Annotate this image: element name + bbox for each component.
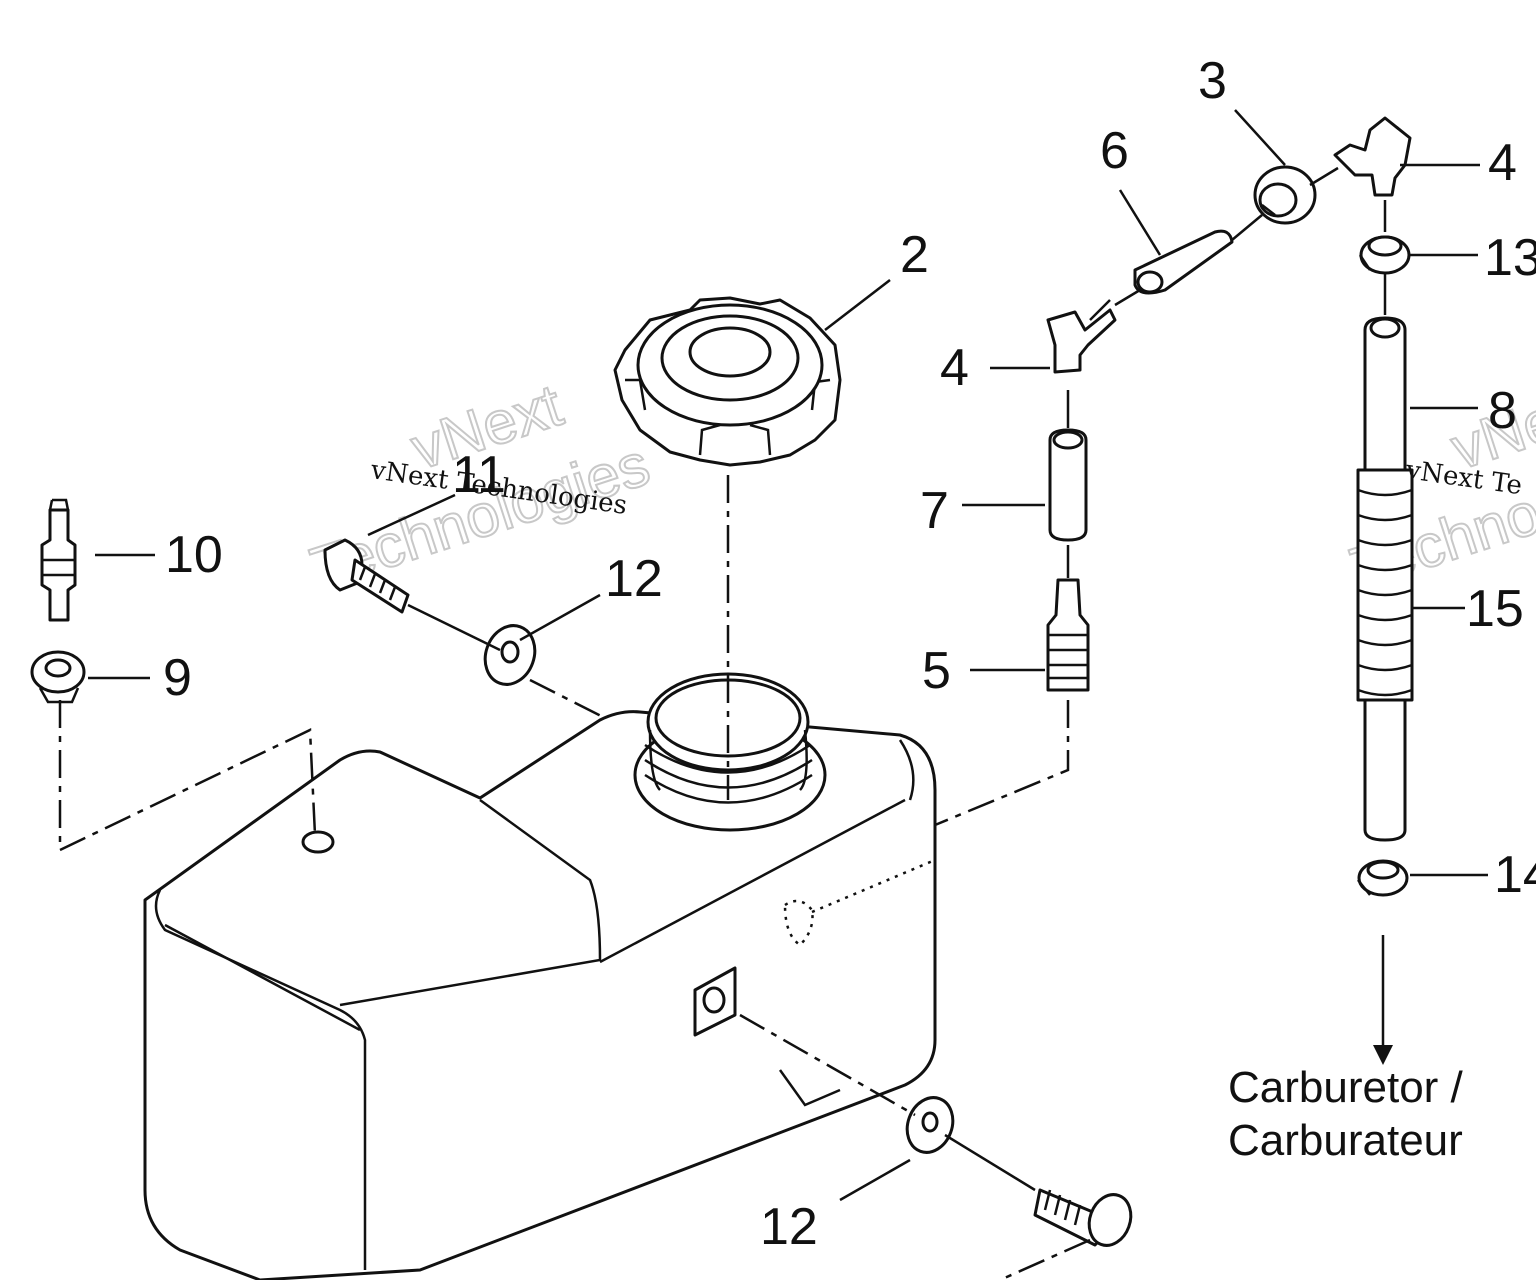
callout-8: 8 — [1488, 382, 1517, 440]
callout-12-upper: 12 — [605, 550, 663, 608]
callout-9: 9 — [163, 649, 192, 707]
destination-line-2: Carburateur — [1228, 1116, 1463, 1165]
part-6-fuel-filter — [1133, 229, 1234, 295]
part-4-elbow-lower — [1046, 299, 1117, 374]
callout-14: 14 — [1494, 846, 1536, 904]
callout-3: 3 — [1198, 52, 1227, 110]
callout-4-upper: 4 — [1488, 134, 1517, 192]
fuel-tank — [143, 672, 937, 1280]
callout-15: 15 — [1466, 580, 1524, 638]
lower-bolt — [1033, 1188, 1133, 1247]
callout-7: 7 — [920, 482, 949, 540]
part-3-valve-grommet — [1253, 165, 1317, 225]
assembly-lines — [58, 166, 1393, 1280]
part-12-washer-upper — [483, 624, 537, 686]
part-13-clamp — [1358, 235, 1411, 275]
callout-2: 2 — [900, 226, 929, 284]
callout-11: 11 — [452, 446, 506, 504]
callout-13: 13 — [1484, 229, 1536, 287]
part-4-elbow-upper — [1333, 116, 1412, 197]
callout-labels: 2 3 4 4 5 6 7 8 9 10 11 12 12 13 14 15 — [163, 52, 1536, 1256]
callout-6: 6 — [1100, 122, 1129, 180]
callout-10: 10 — [165, 526, 223, 584]
part-15-hose-spring — [1356, 468, 1414, 702]
part-5-barb-fitting — [1046, 578, 1090, 692]
part-9-grommet — [30, 650, 86, 704]
destination-label: Carburetor / Carburateur — [1228, 1063, 1464, 1165]
part-7-tube — [1048, 428, 1088, 542]
part-14-clamp — [1357, 859, 1409, 897]
part-11-screw — [323, 538, 410, 614]
callout-12-lower: 12 — [760, 1198, 818, 1256]
fuel-cap — [613, 296, 842, 467]
part-10-grommet-fitting — [40, 498, 77, 622]
part-12-washer-lower — [905, 1096, 955, 1154]
callout-5: 5 — [922, 642, 951, 700]
callout-leaders — [88, 109, 1488, 1202]
callout-4-lower: 4 — [940, 339, 969, 397]
flow-arrow-icon — [1373, 1045, 1393, 1065]
destination-line-1: Carburetor / — [1228, 1063, 1464, 1112]
